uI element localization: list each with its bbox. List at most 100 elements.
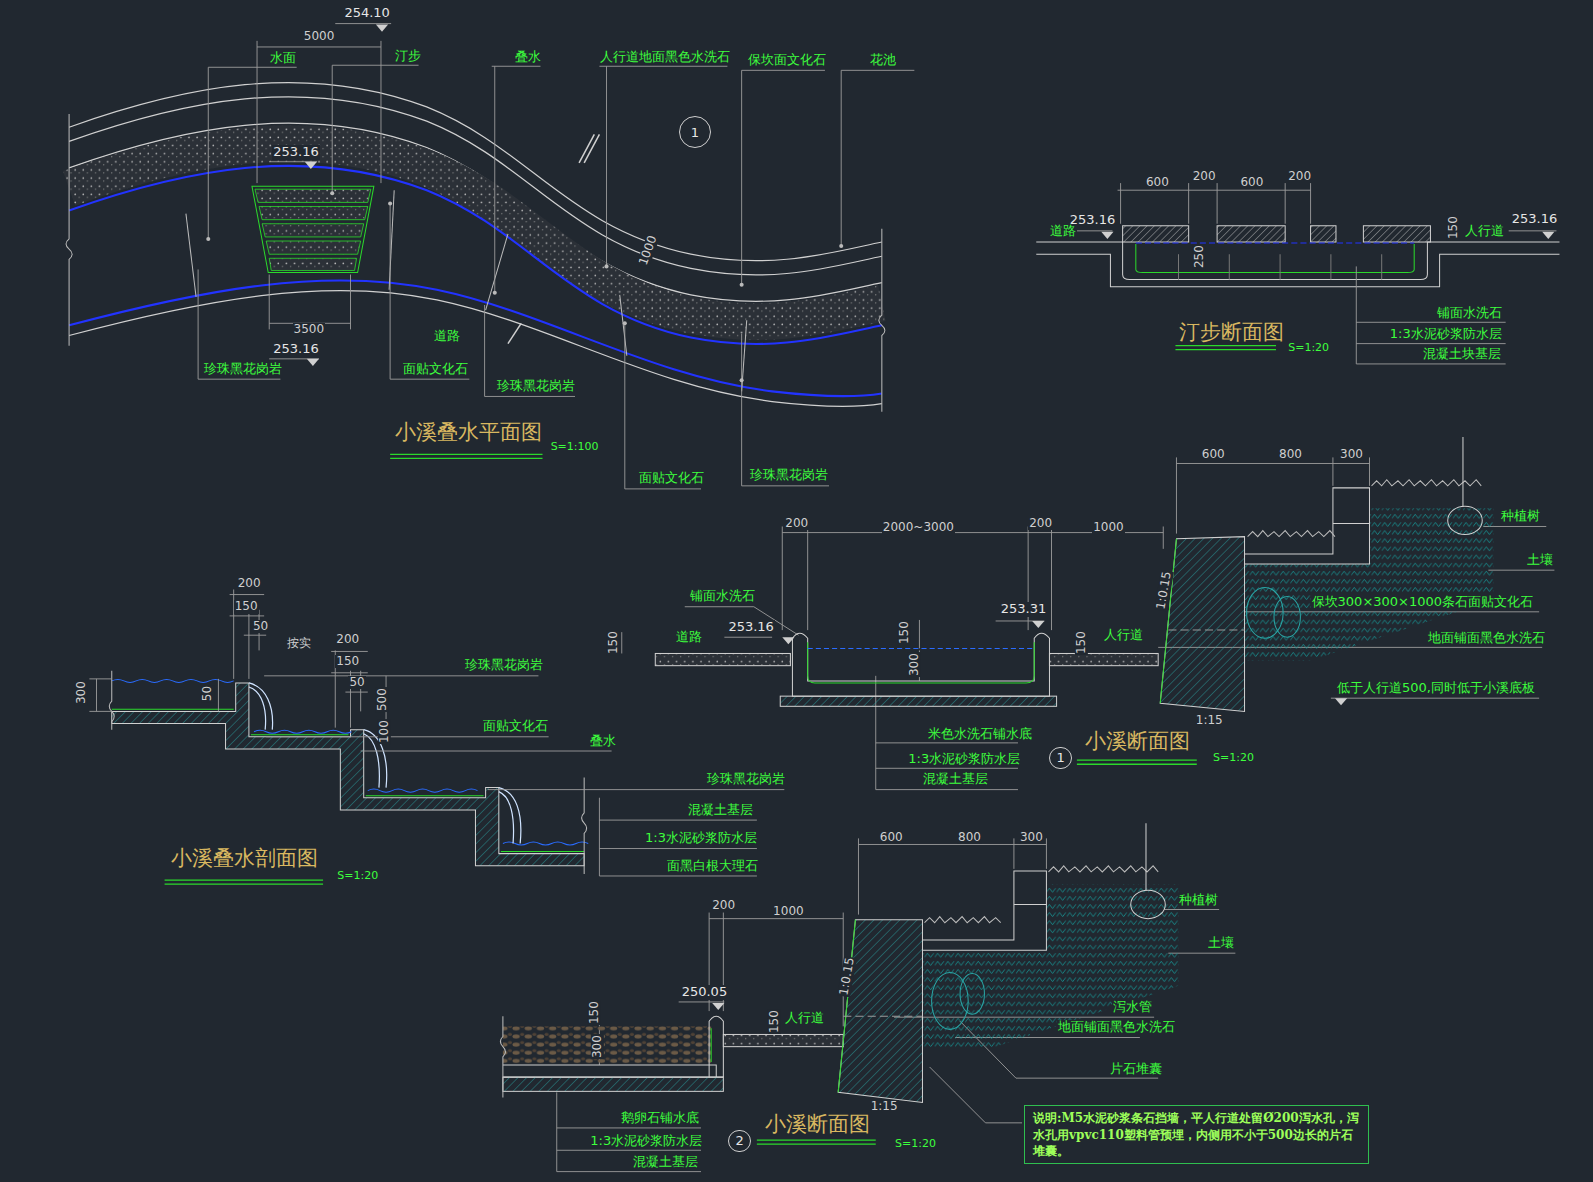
stepping-stone-section bbox=[1123, 226, 1189, 242]
material-label: 土壤 bbox=[1207, 936, 1235, 950]
cascade-section bbox=[599, 875, 756, 876]
stepping-stone-section bbox=[1120, 183, 1121, 224]
cascade-section bbox=[165, 879, 323, 880]
material-label: 片石堆囊 bbox=[1109, 1062, 1163, 1076]
cascade-section bbox=[499, 788, 521, 844]
plan-view bbox=[66, 114, 72, 346]
plan-view bbox=[841, 70, 914, 71]
elevation-label: 253.31 bbox=[1000, 602, 1048, 616]
plan-view bbox=[493, 291, 497, 295]
material-label: 保坎300×300×1000条石面贴文化石 bbox=[1311, 595, 1535, 609]
plan-view bbox=[208, 67, 209, 239]
dimension-label: 250 bbox=[1192, 244, 1205, 269]
dimension-label: 2000~3000 bbox=[882, 521, 955, 534]
stepping-stone-section bbox=[1136, 244, 1414, 272]
cascade-section bbox=[112, 683, 584, 866]
plan-view bbox=[69, 291, 882, 407]
plan-view bbox=[486, 234, 508, 310]
cascade-section bbox=[112, 679, 234, 682]
stream-section-2 bbox=[838, 920, 855, 1093]
material-label: 人行道 bbox=[1464, 224, 1505, 238]
stream-section-2 bbox=[843, 1016, 922, 1017]
material-label: 混凝土块基层 bbox=[1422, 347, 1502, 361]
dimension-label: 150 bbox=[898, 620, 911, 645]
stream-section-2 bbox=[930, 1067, 986, 1123]
plan-view bbox=[390, 203, 391, 379]
stream-section-2 bbox=[712, 1003, 724, 1010]
stream-section-2 bbox=[985, 1122, 1022, 1123]
stepping-stone-section bbox=[1067, 183, 1557, 364]
plan-view bbox=[740, 283, 744, 287]
elevation-label: 254.10 bbox=[343, 6, 391, 20]
stream-section-2 bbox=[858, 838, 859, 914]
material-label: 面贴文化石 bbox=[482, 719, 549, 733]
dimension-label: 150 bbox=[234, 600, 259, 613]
stream-section-1 bbox=[622, 457, 1555, 789]
stream-section-2 bbox=[1131, 890, 1166, 918]
cascade-section bbox=[499, 792, 514, 844]
stream-section-1 bbox=[685, 606, 754, 607]
cascade-section bbox=[503, 842, 588, 845]
stream-section-2 bbox=[1014, 904, 1047, 905]
dimension-label: 200 bbox=[711, 899, 736, 912]
plan-view bbox=[262, 224, 364, 237]
dimension-label: 300 bbox=[908, 652, 921, 677]
stepping-stone-section bbox=[1036, 183, 1559, 364]
material-label: 混凝土基层 bbox=[922, 772, 989, 786]
stream-section-2 bbox=[556, 1092, 557, 1171]
plan-view bbox=[305, 25, 388, 366]
cascade-section bbox=[165, 880, 323, 884]
cascade-section bbox=[254, 730, 352, 733]
plan-view bbox=[604, 264, 608, 268]
dimension-label: 1000 bbox=[1092, 521, 1125, 534]
plan-view bbox=[508, 323, 521, 343]
drawing-title: 小溪断面图 bbox=[1084, 730, 1191, 753]
stream-section-1 bbox=[876, 768, 1018, 769]
stream-section-2 bbox=[711, 1028, 712, 1062]
stepping-stone-section bbox=[1280, 254, 1281, 279]
material-label: 面贴文化石 bbox=[638, 471, 705, 485]
dimension-label: 500 bbox=[376, 687, 389, 712]
material-label: 水面 bbox=[269, 51, 297, 65]
cascade-section bbox=[345, 692, 367, 693]
stepping-stone-section bbox=[1118, 190, 1311, 191]
cascade-section bbox=[488, 789, 785, 790]
stream-section-2 bbox=[1046, 838, 1047, 868]
cascade-section bbox=[89, 589, 784, 875]
plan-view bbox=[257, 46, 381, 47]
material-label: 低于人行道500,同时低于小溪底板 bbox=[1336, 681, 1536, 695]
dimension-label: 200 bbox=[335, 633, 360, 646]
stream-section-1 bbox=[1448, 506, 1483, 534]
plan-view bbox=[388, 201, 392, 205]
plan-view bbox=[330, 191, 334, 195]
cascade-section bbox=[331, 651, 368, 652]
stepping-stone-section bbox=[1509, 230, 1557, 231]
plan-view bbox=[259, 206, 368, 219]
callout-number: 2 bbox=[728, 1130, 750, 1152]
material-label: 道路 bbox=[675, 630, 703, 644]
plan-view bbox=[66, 24, 914, 489]
stream-section-2 bbox=[922, 884, 1178, 1047]
plan-view bbox=[599, 66, 727, 67]
cascade-section bbox=[230, 594, 265, 595]
cascade-section bbox=[582, 777, 587, 874]
stream-section-2 bbox=[925, 866, 1159, 923]
dimension-label: 1:15 bbox=[1195, 714, 1224, 727]
note-text: 说明:M5水泥砂浆条石挡墙，平人行道处留Ø200泻水孔，泻水孔用vpvc110塑… bbox=[1033, 1111, 1359, 1157]
material-label: 保坎面文化石 bbox=[747, 53, 827, 67]
dimension-label: 300 bbox=[1019, 831, 1044, 844]
stream-section-1 bbox=[1176, 457, 1177, 533]
stream-section-1 bbox=[1160, 539, 1176, 704]
stream-section-1 bbox=[1245, 488, 1370, 564]
dimension-label: 1000 bbox=[772, 905, 805, 918]
material-label: 面贴文化石 bbox=[402, 362, 469, 376]
stepping-stone-section bbox=[1036, 254, 1559, 287]
stream-section-1 bbox=[1051, 526, 1052, 630]
cascade-section bbox=[599, 798, 600, 876]
material-label: 珍珠黑花岗岩 bbox=[749, 468, 829, 482]
material-label: 1:3水泥砂浆防水层 bbox=[907, 752, 1021, 766]
stepping-stone-section bbox=[1330, 254, 1331, 279]
stream-section-1 bbox=[655, 653, 790, 665]
plan-view bbox=[376, 25, 388, 32]
